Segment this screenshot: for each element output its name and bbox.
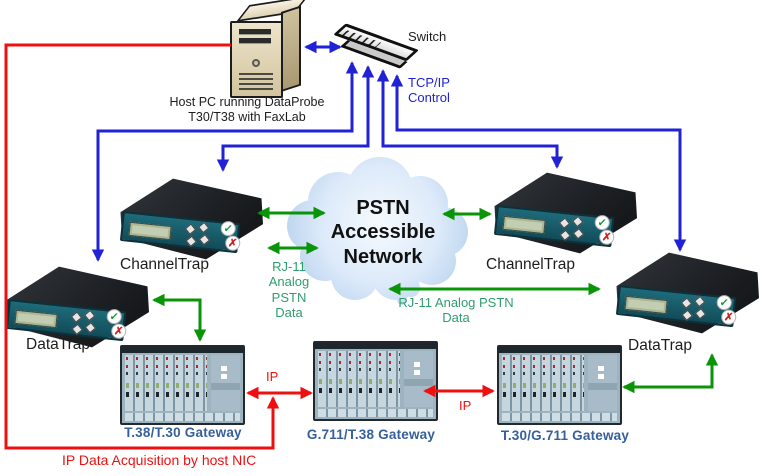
device-keypad [558,215,589,245]
datatrap-right-device: ✓ ✗ [612,250,762,336]
gateway-g711-t38-device [313,341,438,421]
cross-icon: ✗ [224,234,241,252]
cross-icon: ✗ [110,322,127,340]
device-keypad [680,295,711,325]
pc-drive-slot [239,38,271,43]
rj11-pstn-left-label: RJ-11 Analog PSTN Data [268,259,310,320]
pc-drive-slot [239,29,271,34]
pstn-cloud-label: PSTN Accessible Network [330,197,436,268]
gateway-card-slots [502,355,585,411]
gateway-t30-g711-device [497,345,622,425]
check-icon: ✓ [105,308,123,325]
pc-front-face [230,21,283,98]
tcpip-control-label: TCP/IP Control [408,75,450,106]
gateway-card-slots [125,355,208,411]
channeltrap-left-label: ChannelTrap [120,256,210,273]
gateway-right-datatrap-arrow [622,353,719,394]
device-lcd [14,309,58,329]
check-icon: ✓ [219,220,237,237]
gateway-card-slots [318,351,401,407]
device-keypad [184,221,215,251]
gateway-t38-t30-label: T.38/T.30 Gateway [124,425,242,440]
gateway-bottom-row [318,409,433,417]
device-lcd [624,295,668,315]
ip-label-left: IP [266,369,279,384]
channeltrap-left-device: ✓ ✗ [116,176,266,262]
channeltrap-right-device: ✓ ✗ [490,170,640,256]
cross-icon: ✗ [598,228,615,246]
device-keypad [70,309,101,339]
switch-device [333,12,426,78]
pc-vents [239,73,273,90]
gateway-g711-t38-label: G.711/T.38 Gateway [306,427,436,442]
check-icon: ✓ [593,214,611,231]
datatrap-left-label: DataTrap [26,336,91,353]
pc-side-face [281,5,301,93]
channeltrap-right-label: ChannelTrap [486,256,576,273]
gateway-blank-slots [211,355,240,411]
switch-body [333,22,420,71]
ip-label-right: IP [459,398,472,413]
datatrap-right-label: DataTrap [628,337,693,354]
rj11-pstn-right-label: RJ-11 Analog PSTN Data [398,295,514,326]
gateway-blank-slots [588,355,617,411]
switch-label: Switch [408,29,447,44]
device-lcd [128,221,172,241]
ip-acquisition-label: IP Data Acquisition by host NIC [62,452,257,468]
pc-power-button-icon [252,59,260,67]
check-icon: ✓ [715,294,733,311]
gateway-t30-g711-label: T.30/G.711 Gateway [500,428,630,443]
device-lcd [502,215,546,235]
cross-icon: ✗ [720,308,737,326]
gateway-blank-slots [404,351,433,407]
host-pc-label: Host PC running DataProbe T30/T38 with F… [169,95,325,124]
gateway-t38-t30-device [120,345,245,425]
gateway-bottom-row [502,413,617,421]
host-pc-device [226,0,309,100]
gateway-bottom-row [125,413,240,421]
datatrap-left-gateway-arrow [152,293,207,342]
